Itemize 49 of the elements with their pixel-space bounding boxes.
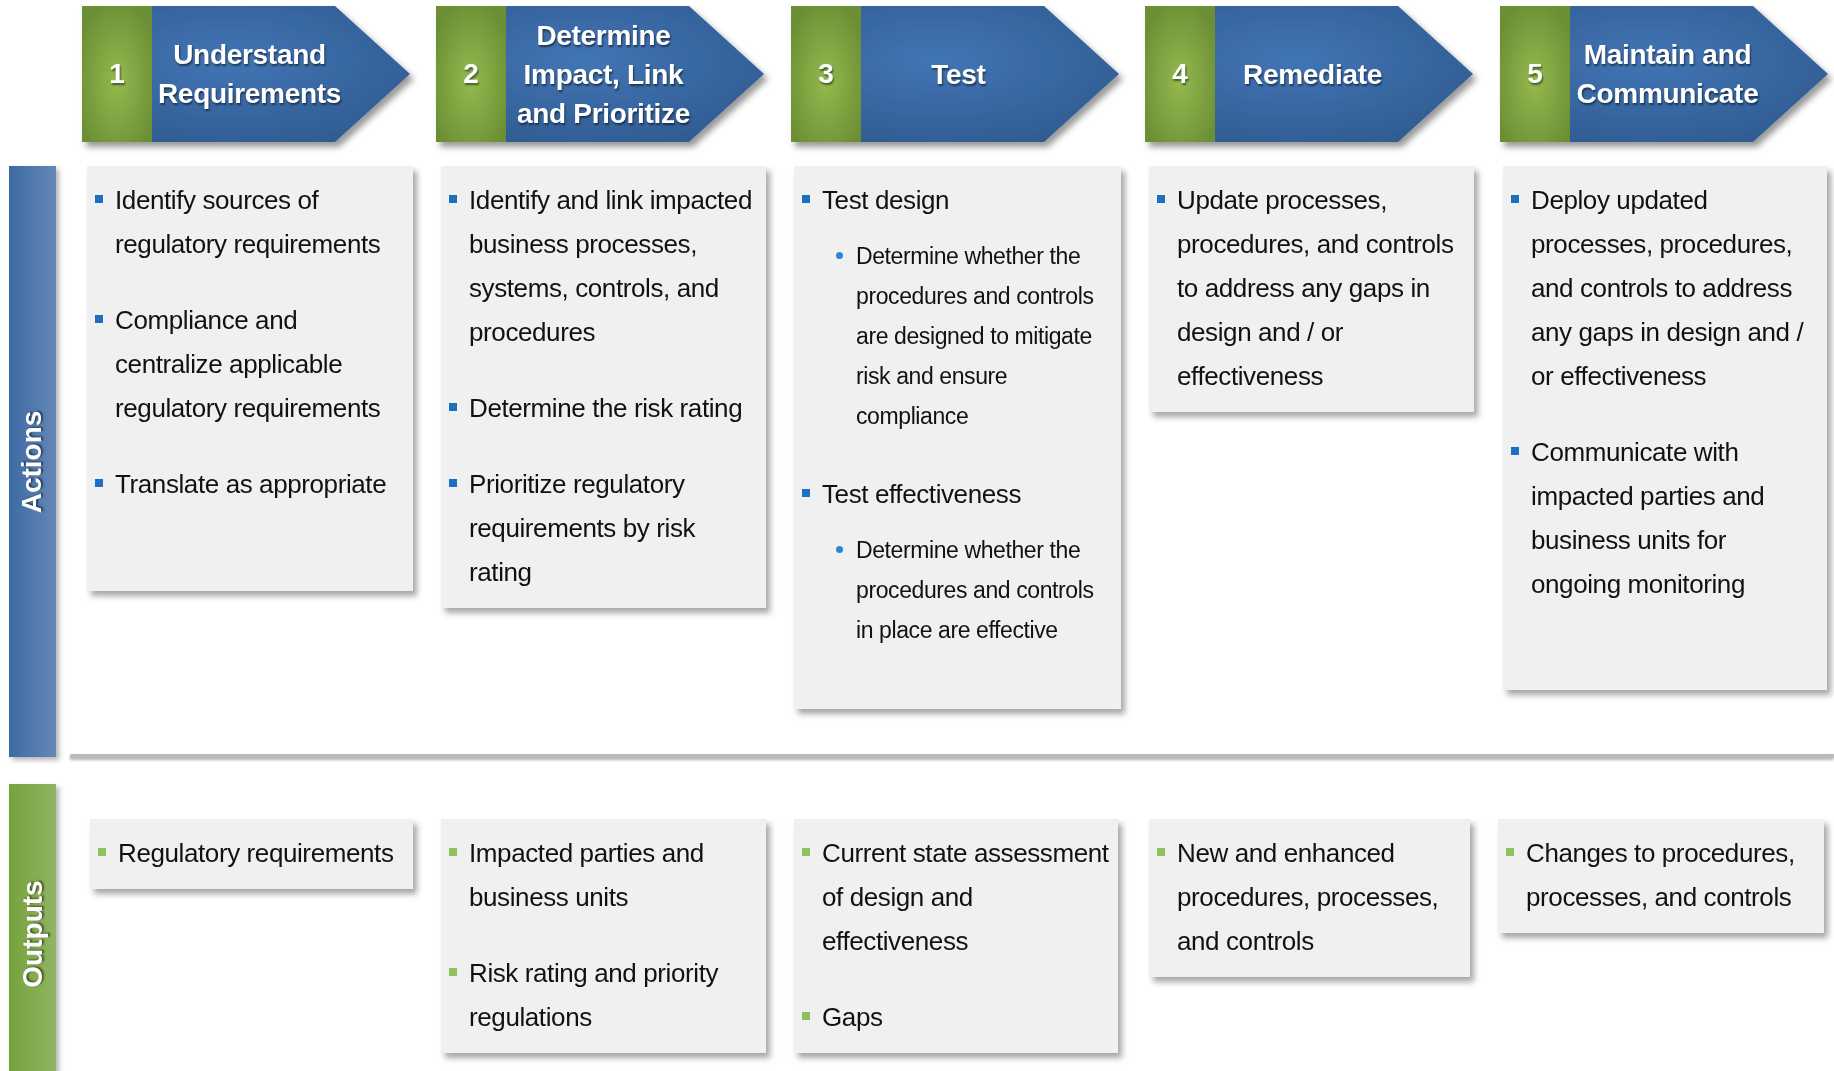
step-title: Maintain and Communicate [1575,38,1760,111]
step-title: Test [931,57,986,92]
bullet-text: Test effectiveness [822,479,1021,509]
bullet-text: Deploy updated processes, procedures, and controls to address any gaps in design and / or effectiveness [1531,185,1804,391]
content-card [90,819,413,889]
content-card [441,819,766,1053]
content-card [441,166,766,608]
chevron-step [791,6,1119,142]
step-number: 3 [817,57,835,91]
content-card [794,166,1121,709]
bullet-text: Identify and link impacted business processes, systems, controls, and procedures [469,185,752,347]
step-number: 2 [462,57,480,91]
bullet-text: Determine the risk rating [469,393,743,423]
bullet-text: Prioritize regulatory requirements by risk rating [469,469,696,587]
chevron-step [436,6,764,142]
content-card [794,819,1118,1053]
bullet-text: Current state assessment of design and effectiveness [822,838,1109,956]
row-band [9,166,56,757]
step-number: 5 [1526,57,1544,91]
bullet-text: Update processes, procedures, and controls to address any gaps in design and / or effectiveness [1177,185,1454,391]
content-card [87,166,413,591]
content-card [1149,166,1474,412]
bullet-text: Gaps [822,1002,883,1032]
bullet-text: Risk rating and priority regulations [469,958,719,1032]
content-card [1149,819,1470,977]
row-label: Actions [16,410,49,513]
bullet-text: Regulatory requirements [118,838,394,868]
bullet-text: Determine whether the procedures and controls in place are effective [856,537,1094,643]
bullet-text: Translate as appropriate [115,469,387,499]
bullet-text: Test design [822,185,950,215]
step-number: 4 [1171,57,1189,91]
content-card [1503,166,1827,690]
row-label: Outputs [16,880,49,988]
step-title: Understand Requirements [156,38,343,111]
bullet-text: Compliance and centralize applicable regulatory requirements [115,305,381,423]
chevron-step [1145,6,1473,142]
chevron-step [1500,6,1828,142]
content-card [1498,819,1824,933]
bullet-text: Communicate with impacted parties and business units for ongoing monitoring [1531,437,1765,599]
row-band [9,784,56,1071]
step-title: Remediate [1243,57,1382,92]
bullet-text: Identify sources of regulatory requirements [115,185,381,259]
bullet-text: Changes to procedures, processes, and controls [1526,838,1795,912]
bullet-text: Impacted parties and business units [469,838,704,912]
step-number: 1 [108,57,126,91]
bullet-text: Determine whether the procedures and controls are designed to mitigate risk and ensure compliance [856,243,1094,429]
step-title: Determine Impact, Link and Prioritize [515,18,692,131]
bullet-text: New and enhanced procedures, processes, and controls [1177,838,1439,956]
chevron-step [82,6,410,142]
